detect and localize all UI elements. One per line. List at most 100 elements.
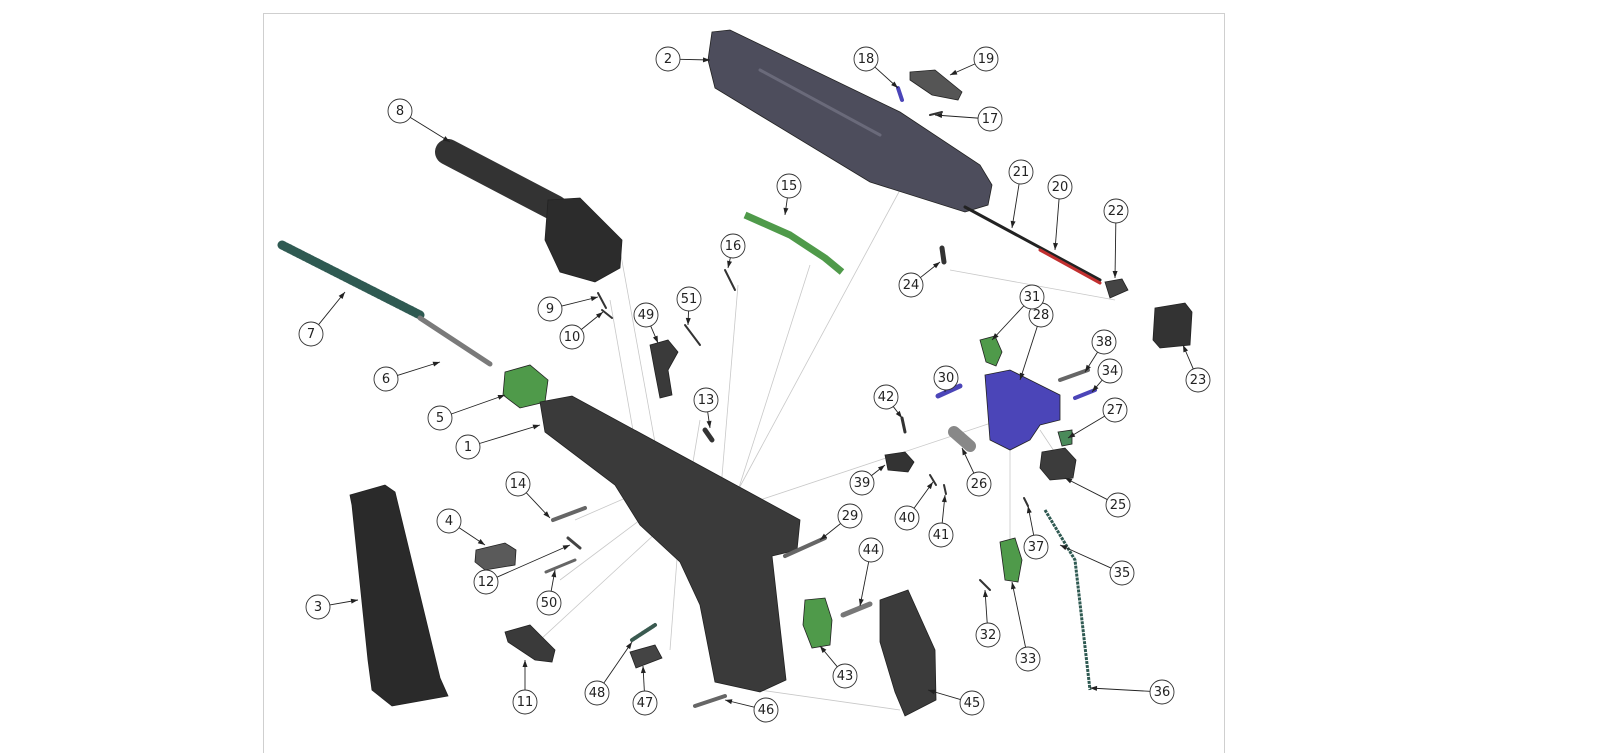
- callout-number: 42: [878, 390, 895, 405]
- leader-arrowhead: [686, 318, 691, 325]
- callout-number: 7: [307, 327, 315, 342]
- callout-number: 32: [980, 628, 997, 643]
- leader-line: [1090, 688, 1150, 691]
- callout-number: 29: [842, 509, 859, 524]
- block-part-23: [1153, 303, 1192, 348]
- callout-51: 51: [677, 287, 701, 325]
- leader-arrowhead: [783, 208, 788, 215]
- callout-number: 9: [546, 302, 554, 317]
- callout-number: 31: [1024, 290, 1041, 305]
- callout-number: 13: [698, 393, 715, 408]
- trigger-bar-part-15: [745, 215, 842, 272]
- construction-line: [760, 690, 900, 710]
- leader-line: [992, 306, 1024, 340]
- callout-24: 24: [899, 262, 940, 297]
- leader-arrowhead: [1060, 545, 1067, 550]
- callout-number: 18: [858, 52, 875, 67]
- callout-29: 29: [820, 504, 862, 540]
- callout-number: 25: [1110, 498, 1127, 513]
- parts: [282, 30, 1192, 716]
- spring-part-51: [685, 325, 700, 345]
- part-4: [475, 543, 516, 570]
- callout-number: 11: [517, 695, 534, 710]
- leader-line: [1065, 478, 1107, 500]
- callout-number: 46: [758, 703, 775, 718]
- part-41: [944, 485, 946, 494]
- callout-number: 20: [1052, 180, 1069, 195]
- leader-line: [604, 642, 632, 683]
- callout-number: 19: [978, 52, 995, 67]
- leader-line: [1055, 199, 1059, 250]
- green-part-33: [1000, 538, 1022, 582]
- callout-7: 7: [299, 292, 345, 346]
- callout-number: 38: [1096, 335, 1113, 350]
- recoil-spring-part-7: [282, 245, 420, 315]
- part-37: [1024, 498, 1028, 506]
- spring-part-12: [568, 538, 580, 548]
- callout-number: 17: [982, 112, 999, 127]
- construction-line: [540, 520, 670, 640]
- callout-42: 42: [874, 385, 902, 418]
- leader-arrowhead: [1065, 478, 1072, 483]
- callout-number: 36: [1154, 685, 1171, 700]
- construction-line: [720, 285, 738, 500]
- leader-arrowhead: [983, 590, 988, 597]
- callout-number: 30: [938, 371, 955, 386]
- spring-part-32: [980, 580, 990, 590]
- callout-number: 34: [1102, 364, 1119, 379]
- block-part-22: [1105, 279, 1128, 298]
- callout-46: 46: [725, 698, 778, 722]
- callout-16: 16: [721, 234, 745, 268]
- callout-26: 26: [962, 448, 991, 496]
- callout-17: 17: [935, 107, 1002, 131]
- leader-line: [1012, 582, 1026, 647]
- leader-arrowhead: [653, 336, 658, 343]
- callout-number: 6: [382, 372, 390, 387]
- pin-part-10: [602, 310, 612, 318]
- green-part-31: [980, 336, 1002, 366]
- callout-34: 34: [1092, 359, 1122, 392]
- callout-number: 14: [510, 477, 527, 492]
- callout-36: 36: [1090, 680, 1174, 704]
- part-39: [885, 452, 914, 472]
- callout-number: 16: [725, 239, 742, 254]
- callout-number: 28: [1033, 308, 1050, 323]
- callout-number: 10: [564, 330, 581, 345]
- callout-number: 26: [971, 477, 988, 492]
- leader-arrowhead: [1183, 345, 1188, 352]
- leader-arrowhead: [478, 539, 485, 545]
- callout-4: 4: [437, 509, 485, 545]
- green-part-43: [803, 598, 832, 648]
- callout-number: 12: [478, 575, 495, 590]
- leader-arrowhead: [1011, 582, 1016, 589]
- callout-6: 6: [374, 362, 440, 391]
- block-part-25: [1040, 448, 1076, 480]
- callout-number: 22: [1108, 204, 1125, 219]
- callout-number: 23: [1190, 373, 1207, 388]
- cylinder-part-26: [954, 432, 970, 446]
- callout-number: 41: [933, 528, 950, 543]
- callout-number: 35: [1114, 566, 1131, 581]
- leader-line: [451, 395, 505, 414]
- pin-part-50: [546, 560, 575, 572]
- callout-39: 39: [850, 465, 885, 495]
- callout-number: 50: [541, 596, 558, 611]
- callout-33: 33: [1011, 582, 1040, 671]
- leader-line: [1020, 326, 1037, 380]
- rod-part-20: [1040, 250, 1100, 283]
- callout-15: 15: [777, 174, 801, 215]
- callout-number: 39: [854, 476, 871, 491]
- leader-arrowhead: [1053, 243, 1058, 250]
- pin-part-46: [695, 696, 725, 706]
- pin-part-34: [1075, 390, 1095, 398]
- leader-arrowhead: [591, 296, 598, 301]
- callout-number: 4: [445, 514, 453, 529]
- construction-line: [735, 265, 810, 500]
- leader-arrowhead: [596, 312, 603, 318]
- leader-arrowhead: [498, 395, 505, 400]
- callout-40: 40: [895, 482, 933, 530]
- part-11: [505, 625, 555, 662]
- callout-13: 13: [694, 388, 718, 428]
- grip-panel-part-45: [880, 590, 936, 716]
